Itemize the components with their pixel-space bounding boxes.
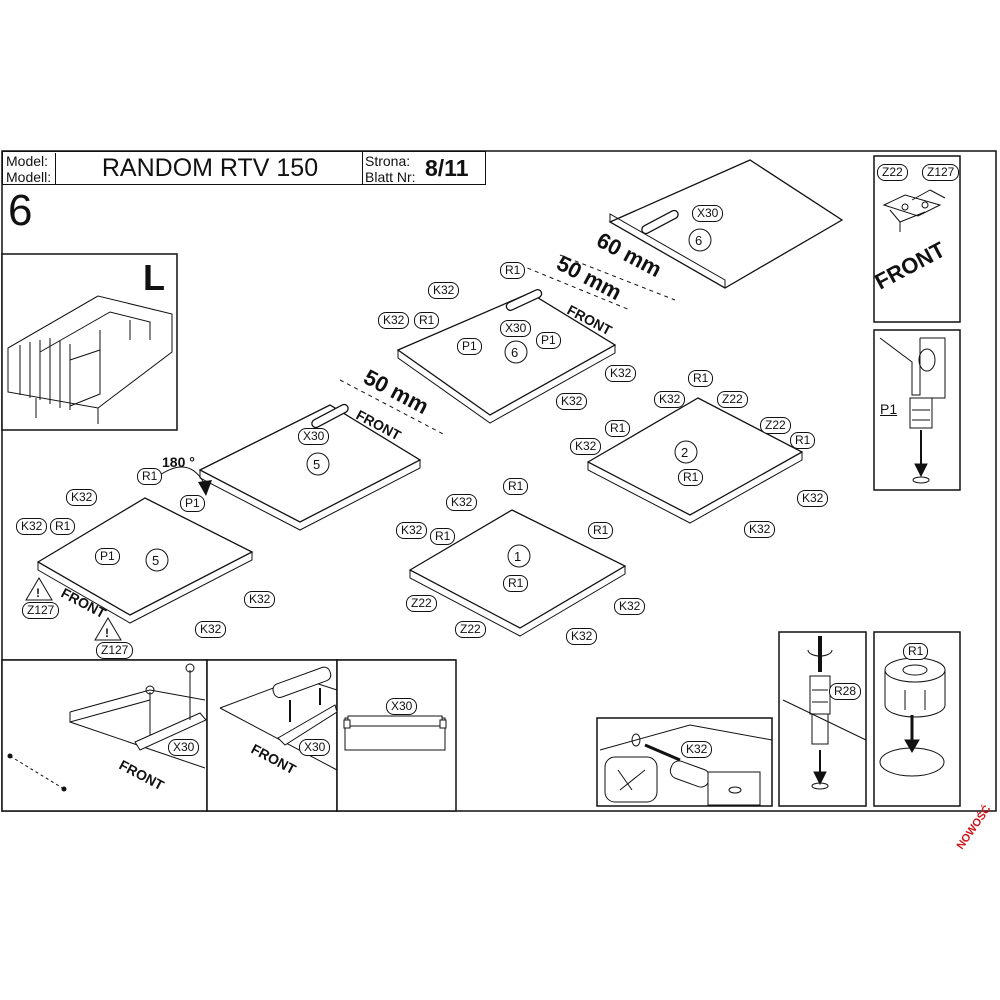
page-label-1: Strona:: [365, 153, 411, 169]
k32-insert-icon: [599, 724, 773, 806]
label-k32-c: K32: [605, 365, 637, 382]
label-z22-a: Z22: [717, 391, 748, 408]
panel-6-far-number: 6: [695, 233, 702, 248]
label-x30-far: X30: [692, 205, 724, 222]
label-k32-h: K32: [744, 521, 776, 538]
label-z127-b: Z127: [96, 642, 134, 659]
screwdriver-icon: [782, 636, 867, 790]
label-p1-a: P1: [536, 332, 561, 349]
model-label-2: Modell:: [6, 169, 52, 185]
label-k32-l: K32: [195, 621, 227, 638]
label-x30-detail-2: X30: [299, 739, 331, 756]
label-k32-a: K32: [428, 282, 460, 299]
page-label: Strona: Blatt Nr:: [365, 153, 427, 185]
cabinet-sketch-icon: [7, 295, 173, 424]
label-k32-g: K32: [797, 490, 829, 507]
connector-sketch: [343, 715, 447, 751]
label-k32-e: K32: [654, 391, 686, 408]
label-r1-d: R1: [605, 420, 631, 437]
model-name: RANDOM RTV 150: [58, 152, 363, 184]
label-x30-c: X30: [500, 320, 532, 337]
label-z22-d: Z22: [455, 621, 486, 638]
rotation-arrow-icon: [159, 466, 206, 486]
label-z127-a: Z127: [22, 602, 60, 619]
hinge-detail-box: [873, 155, 961, 323]
panel-5-front-number: 5: [152, 553, 159, 568]
step-number: 6: [8, 186, 33, 235]
rotation-arrowhead-icon: [198, 480, 212, 496]
label-r1-detail: R1: [903, 643, 929, 660]
panel-6-far: [608, 159, 844, 289]
label-r1-a: R1: [500, 262, 526, 279]
label-p1-c: P1: [180, 495, 205, 512]
warning-icon-2: [94, 617, 122, 641]
spacing-line-50a: [519, 264, 631, 311]
label-x30-detail-3: X30: [386, 698, 418, 715]
label-k32-f: K32: [570, 438, 602, 455]
label-p1-d: P1: [95, 548, 120, 565]
label-r1-g: R1: [137, 468, 163, 485]
warning-icon-1: [25, 577, 53, 601]
detail-box-1: [1, 659, 208, 812]
side-letter: L: [143, 257, 165, 298]
hinge-icon: [882, 189, 946, 232]
model-label-1: Model:: [6, 153, 49, 169]
panel-5-number: 5: [313, 457, 320, 472]
label-k32-d: K32: [556, 393, 588, 410]
rotation-label: 180 °: [162, 454, 195, 470]
panel-6: [396, 289, 617, 424]
label-r1-k: R1: [588, 522, 614, 539]
label-k32-b: K32: [378, 312, 410, 329]
label-r1-f: R1: [678, 469, 704, 486]
panel-2: [586, 397, 804, 524]
label-z127-hinge: Z127: [922, 164, 960, 181]
label-r1-h: R1: [50, 518, 76, 535]
label-z22-c: Z22: [406, 595, 437, 612]
panel-1-number: 1: [514, 549, 521, 564]
outer-frame: [1, 150, 997, 812]
label-r1-e: R1: [790, 432, 816, 449]
panel-1: [408, 509, 627, 637]
label-k32-o: K32: [614, 598, 646, 615]
page-number: 8/11: [425, 155, 469, 181]
label-r1-i: R1: [503, 478, 529, 495]
label-p1-detail: P1: [880, 401, 898, 417]
label-k32-detail: K32: [681, 741, 713, 758]
panel-5: [198, 403, 422, 531]
label-z22-hinge: Z22: [877, 164, 908, 181]
label-k32-j: K32: [16, 518, 48, 535]
page-label-2: Blatt Nr:: [365, 169, 416, 185]
panel-edge-sketch-1: [7, 663, 207, 792]
model-label: Model: Modell:: [6, 153, 56, 185]
label-k32-i: K32: [66, 489, 98, 506]
label-r1-l: R1: [503, 575, 529, 592]
panel-edge-sketch-2: [219, 666, 338, 771]
label-k32-p: K32: [566, 628, 598, 645]
label-r1-j: R1: [430, 528, 456, 545]
label-k32-k: K32: [244, 591, 276, 608]
warning-mark-1: !: [36, 586, 40, 600]
warning-mark-2: !: [105, 626, 109, 640]
panel-2-number: 2: [681, 445, 688, 460]
label-k32-m: K32: [446, 494, 478, 511]
label-x30-d: X30: [298, 428, 330, 445]
panel-6-number: 6: [511, 345, 518, 360]
cam-lock-icon: [879, 657, 946, 777]
dowel-insert-icon: [879, 337, 946, 484]
label-x30-detail-1: X30: [168, 739, 200, 756]
header-table: Model: Modell: RANDOM RTV 150 Strona: Bl…: [2, 151, 486, 185]
label-p1-b: P1: [457, 338, 482, 355]
label-k32-n: K32: [396, 522, 428, 539]
label-r1-c: R1: [688, 370, 714, 387]
label-r1-b: R1: [414, 312, 440, 329]
spacing-line-50b: [339, 379, 446, 436]
panel-5-front: [36, 497, 254, 624]
label-z22-b: Z22: [760, 417, 791, 434]
brand-stamp: NOWOŚĆ: [954, 803, 994, 852]
label-r28-detail: R28: [829, 683, 862, 700]
